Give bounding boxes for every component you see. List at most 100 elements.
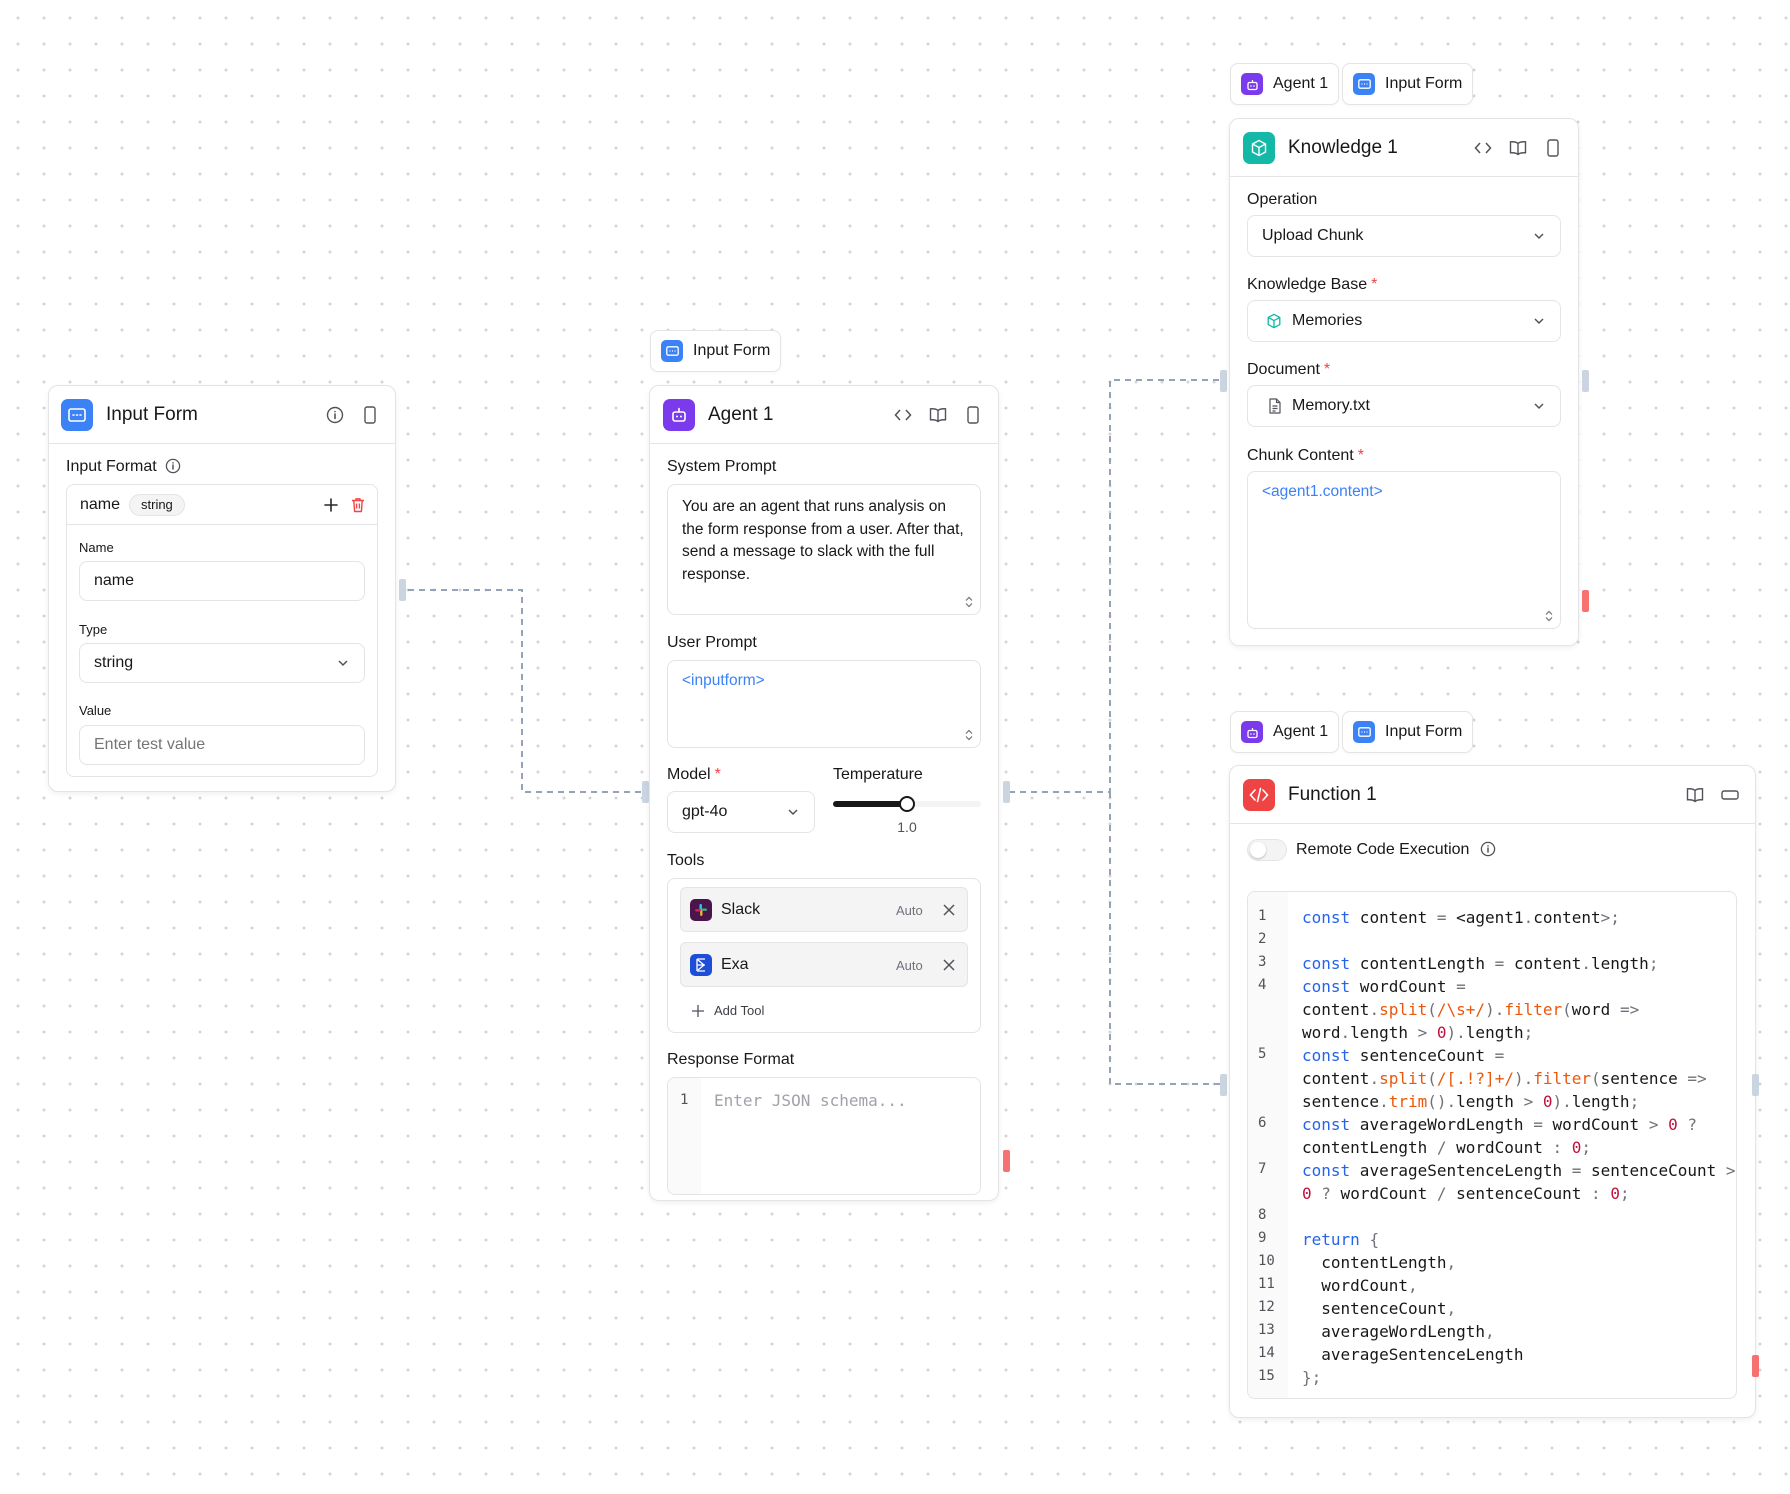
resize-handle-icon[interactable]	[1544, 610, 1554, 622]
input-form-icon	[1353, 73, 1375, 95]
field-name: name	[80, 496, 121, 513]
input-form-output-handle[interactable]	[399, 579, 406, 601]
code-icon[interactable]	[1472, 137, 1494, 159]
tools-panel: Slack Auto Exa Auto Add Tool	[667, 878, 981, 1033]
input-form-node[interactable]: Input Form Input Format name string Name…	[48, 385, 396, 792]
agent-node[interactable]: Agent 1 System Prompt You are an agent t…	[649, 385, 999, 1201]
add-field-icon[interactable]	[320, 494, 342, 516]
docs-book-icon[interactable]	[1507, 137, 1529, 159]
bot-icon	[663, 399, 695, 431]
knowledge-error-handle[interactable]	[1582, 590, 1589, 612]
knowledge-base-value: Memories	[1292, 312, 1363, 329]
chevron-down-icon	[338, 660, 348, 667]
remove-tool-icon[interactable]	[943, 904, 955, 916]
code-line-wrap: contentLength / wordCount : 0;	[1302, 1138, 1592, 1157]
tag-label: Agent 1	[1273, 723, 1329, 740]
tool-mode[interactable]: Auto	[896, 903, 923, 918]
line-number: 7	[1258, 1161, 1267, 1177]
line-number: 12	[1258, 1299, 1275, 1315]
info-icon[interactable]	[1480, 841, 1496, 857]
knowledge-box-icon	[1267, 313, 1281, 329]
system-prompt-textarea[interactable]: You are an agent that runs analysis on t…	[667, 484, 981, 615]
slider-thumb[interactable]	[899, 796, 915, 812]
tag-label: Input Form	[1385, 75, 1463, 92]
chunk-content-textarea[interactable]: <agent1.content>	[1247, 471, 1561, 629]
function-incoming-tag-input-form[interactable]: Input Form	[1342, 711, 1474, 753]
function-code-icon	[1243, 779, 1275, 811]
value-label: Value	[79, 703, 112, 718]
agent-error-handle[interactable]	[1003, 1150, 1010, 1172]
chevron-down-icon	[1534, 403, 1544, 410]
user-prompt-textarea[interactable]: <inputform>	[667, 660, 981, 748]
code-line: const wordCount =	[1302, 977, 1466, 996]
code-icon[interactable]	[892, 404, 914, 426]
operation-select[interactable]: Upload Chunk	[1247, 215, 1561, 257]
line-number: 1	[680, 1092, 689, 1108]
docs-book-icon[interactable]	[1684, 784, 1706, 806]
code-line-wrap: 0 ? wordCount / sentenceCount : 0;	[1302, 1184, 1630, 1203]
code-line: return {	[1302, 1230, 1380, 1249]
resize-handle-icon[interactable]	[964, 596, 974, 608]
file-icon	[1269, 398, 1281, 414]
field-name-input[interactable]: name	[79, 561, 365, 601]
knowledge-base-select[interactable]: Memories	[1247, 300, 1561, 342]
gutter	[1248, 892, 1288, 1398]
collapse-node-icon[interactable]	[962, 404, 984, 426]
field-type-badge: string	[129, 494, 185, 516]
model-select[interactable]: gpt-4o	[667, 791, 815, 833]
collapse-node-icon[interactable]	[1542, 137, 1564, 159]
remote-code-toggle[interactable]	[1247, 839, 1287, 861]
line-number: 13	[1258, 1322, 1275, 1338]
code-line: averageSentenceLength	[1302, 1345, 1524, 1364]
expand-node-icon[interactable]	[1719, 784, 1741, 806]
docs-book-icon[interactable]	[927, 404, 949, 426]
tool-mode[interactable]: Auto	[896, 958, 923, 973]
knowledge-node[interactable]: Knowledge 1 Operation Upload Chunk Knowl…	[1229, 118, 1579, 646]
node-header: Function 1	[1230, 766, 1755, 824]
tool-item-exa[interactable]: Exa Auto	[680, 942, 968, 987]
resize-handle-icon[interactable]	[964, 729, 974, 741]
operation-label: Operation	[1247, 191, 1318, 208]
line-number: 15	[1258, 1368, 1275, 1384]
model-label: Model*	[667, 766, 721, 783]
field-type-select[interactable]: string	[79, 643, 365, 683]
document-select[interactable]: Memory.txt	[1247, 385, 1561, 427]
agent-output-handle[interactable]	[1003, 781, 1010, 803]
function-input-handle[interactable]	[1220, 1074, 1227, 1096]
info-icon[interactable]	[324, 404, 346, 426]
knowledge-incoming-tag-agent[interactable]: Agent 1	[1230, 63, 1340, 105]
temperature-value: 1.0	[897, 819, 917, 835]
remove-tool-icon[interactable]	[943, 959, 955, 971]
exa-icon	[690, 954, 712, 976]
field-header[interactable]: name string	[67, 485, 377, 525]
info-icon[interactable]	[165, 458, 181, 474]
add-tool-button[interactable]: Add Tool	[692, 1003, 764, 1018]
knowledge-output-handle[interactable]	[1582, 370, 1589, 392]
field-type-value: string	[94, 654, 134, 671]
slider-fill	[833, 801, 907, 807]
function-error-handle[interactable]	[1752, 1355, 1759, 1377]
agent-incoming-tag-input-form[interactable]: Input Form	[650, 330, 782, 372]
user-prompt-label: User Prompt	[667, 634, 757, 651]
bot-icon	[1241, 73, 1263, 95]
input-format-label: Input Format	[66, 458, 181, 476]
line-number: 1	[1258, 908, 1267, 924]
user-prompt-reference: <inputform>	[682, 672, 765, 689]
code-line: contentLength,	[1302, 1253, 1457, 1272]
response-format-editor[interactable]: 1 Enter JSON schema...	[667, 1077, 981, 1195]
function-output-handle[interactable]	[1752, 1074, 1759, 1096]
tool-item-slack[interactable]: Slack Auto	[680, 887, 968, 932]
temperature-slider[interactable]	[833, 796, 981, 812]
collapse-node-icon[interactable]	[359, 404, 381, 426]
delete-field-icon[interactable]	[347, 494, 369, 516]
node-header: Input Form	[49, 386, 395, 444]
agent-input-handle[interactable]	[642, 781, 649, 803]
tool-name: Exa	[721, 956, 749, 973]
knowledge-incoming-tag-input-form[interactable]: Input Form	[1342, 63, 1474, 105]
test-value-input[interactable]	[79, 725, 365, 765]
knowledge-input-handle[interactable]	[1220, 370, 1227, 392]
function-incoming-tag-agent[interactable]: Agent 1	[1230, 711, 1340, 753]
chunk-content-reference: <agent1.content>	[1262, 483, 1383, 500]
